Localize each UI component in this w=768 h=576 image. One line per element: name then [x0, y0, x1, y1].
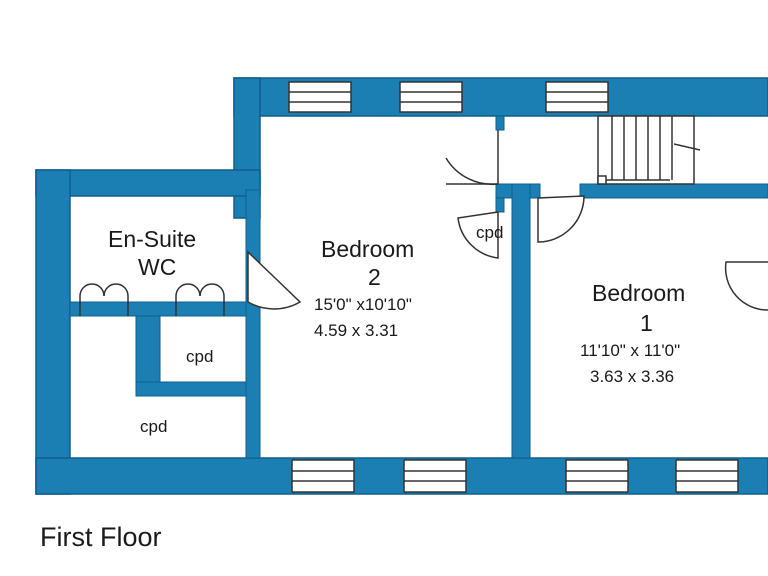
bedroom2-name-line1: Bedroom [321, 236, 415, 262]
bedroom1-dim-imperial: 11'10" x 11'0" [580, 341, 681, 360]
staircase [597, 115, 701, 185]
ensuite-name-line1: En-Suite [108, 226, 197, 252]
window [403, 459, 467, 493]
landing-cupboard-label: cpd [476, 223, 504, 242]
door-landing-cpd [457, 211, 499, 259]
ensuite-name-line2: WC [138, 254, 177, 280]
bifold-doors [79, 283, 225, 316]
bedroom2-dim-metric: 4.59 x 3.31 [314, 321, 399, 340]
window [288, 81, 352, 113]
ensuite-small-cupboard-label: cpd [186, 347, 214, 366]
windows-bottom [291, 459, 739, 493]
window [675, 459, 739, 493]
window [291, 459, 355, 493]
door-ensuite [247, 250, 302, 310]
ensuite-large-cupboard-label: cpd [140, 417, 168, 436]
window [545, 81, 609, 113]
windows-top [288, 81, 609, 113]
window [399, 81, 463, 113]
bedroom1-dim-metric: 3.63 x 3.36 [590, 367, 675, 386]
floor-label: First Floor [40, 522, 162, 552]
bedroom1-name-line1: Bedroom [592, 280, 686, 306]
door-bedroom2 [445, 130, 499, 186]
bedroom2-name-line2: 2 [368, 264, 381, 290]
window [565, 459, 629, 493]
door-bedroom1-side [724, 261, 768, 311]
bedroom2-dim-imperial: 15'0" x10'10" [314, 295, 412, 314]
door-swings [247, 130, 768, 311]
exterior-walls [35, 77, 768, 495]
door-bedroom1 [537, 195, 585, 243]
bedroom1-name-line2: 1 [640, 310, 653, 336]
